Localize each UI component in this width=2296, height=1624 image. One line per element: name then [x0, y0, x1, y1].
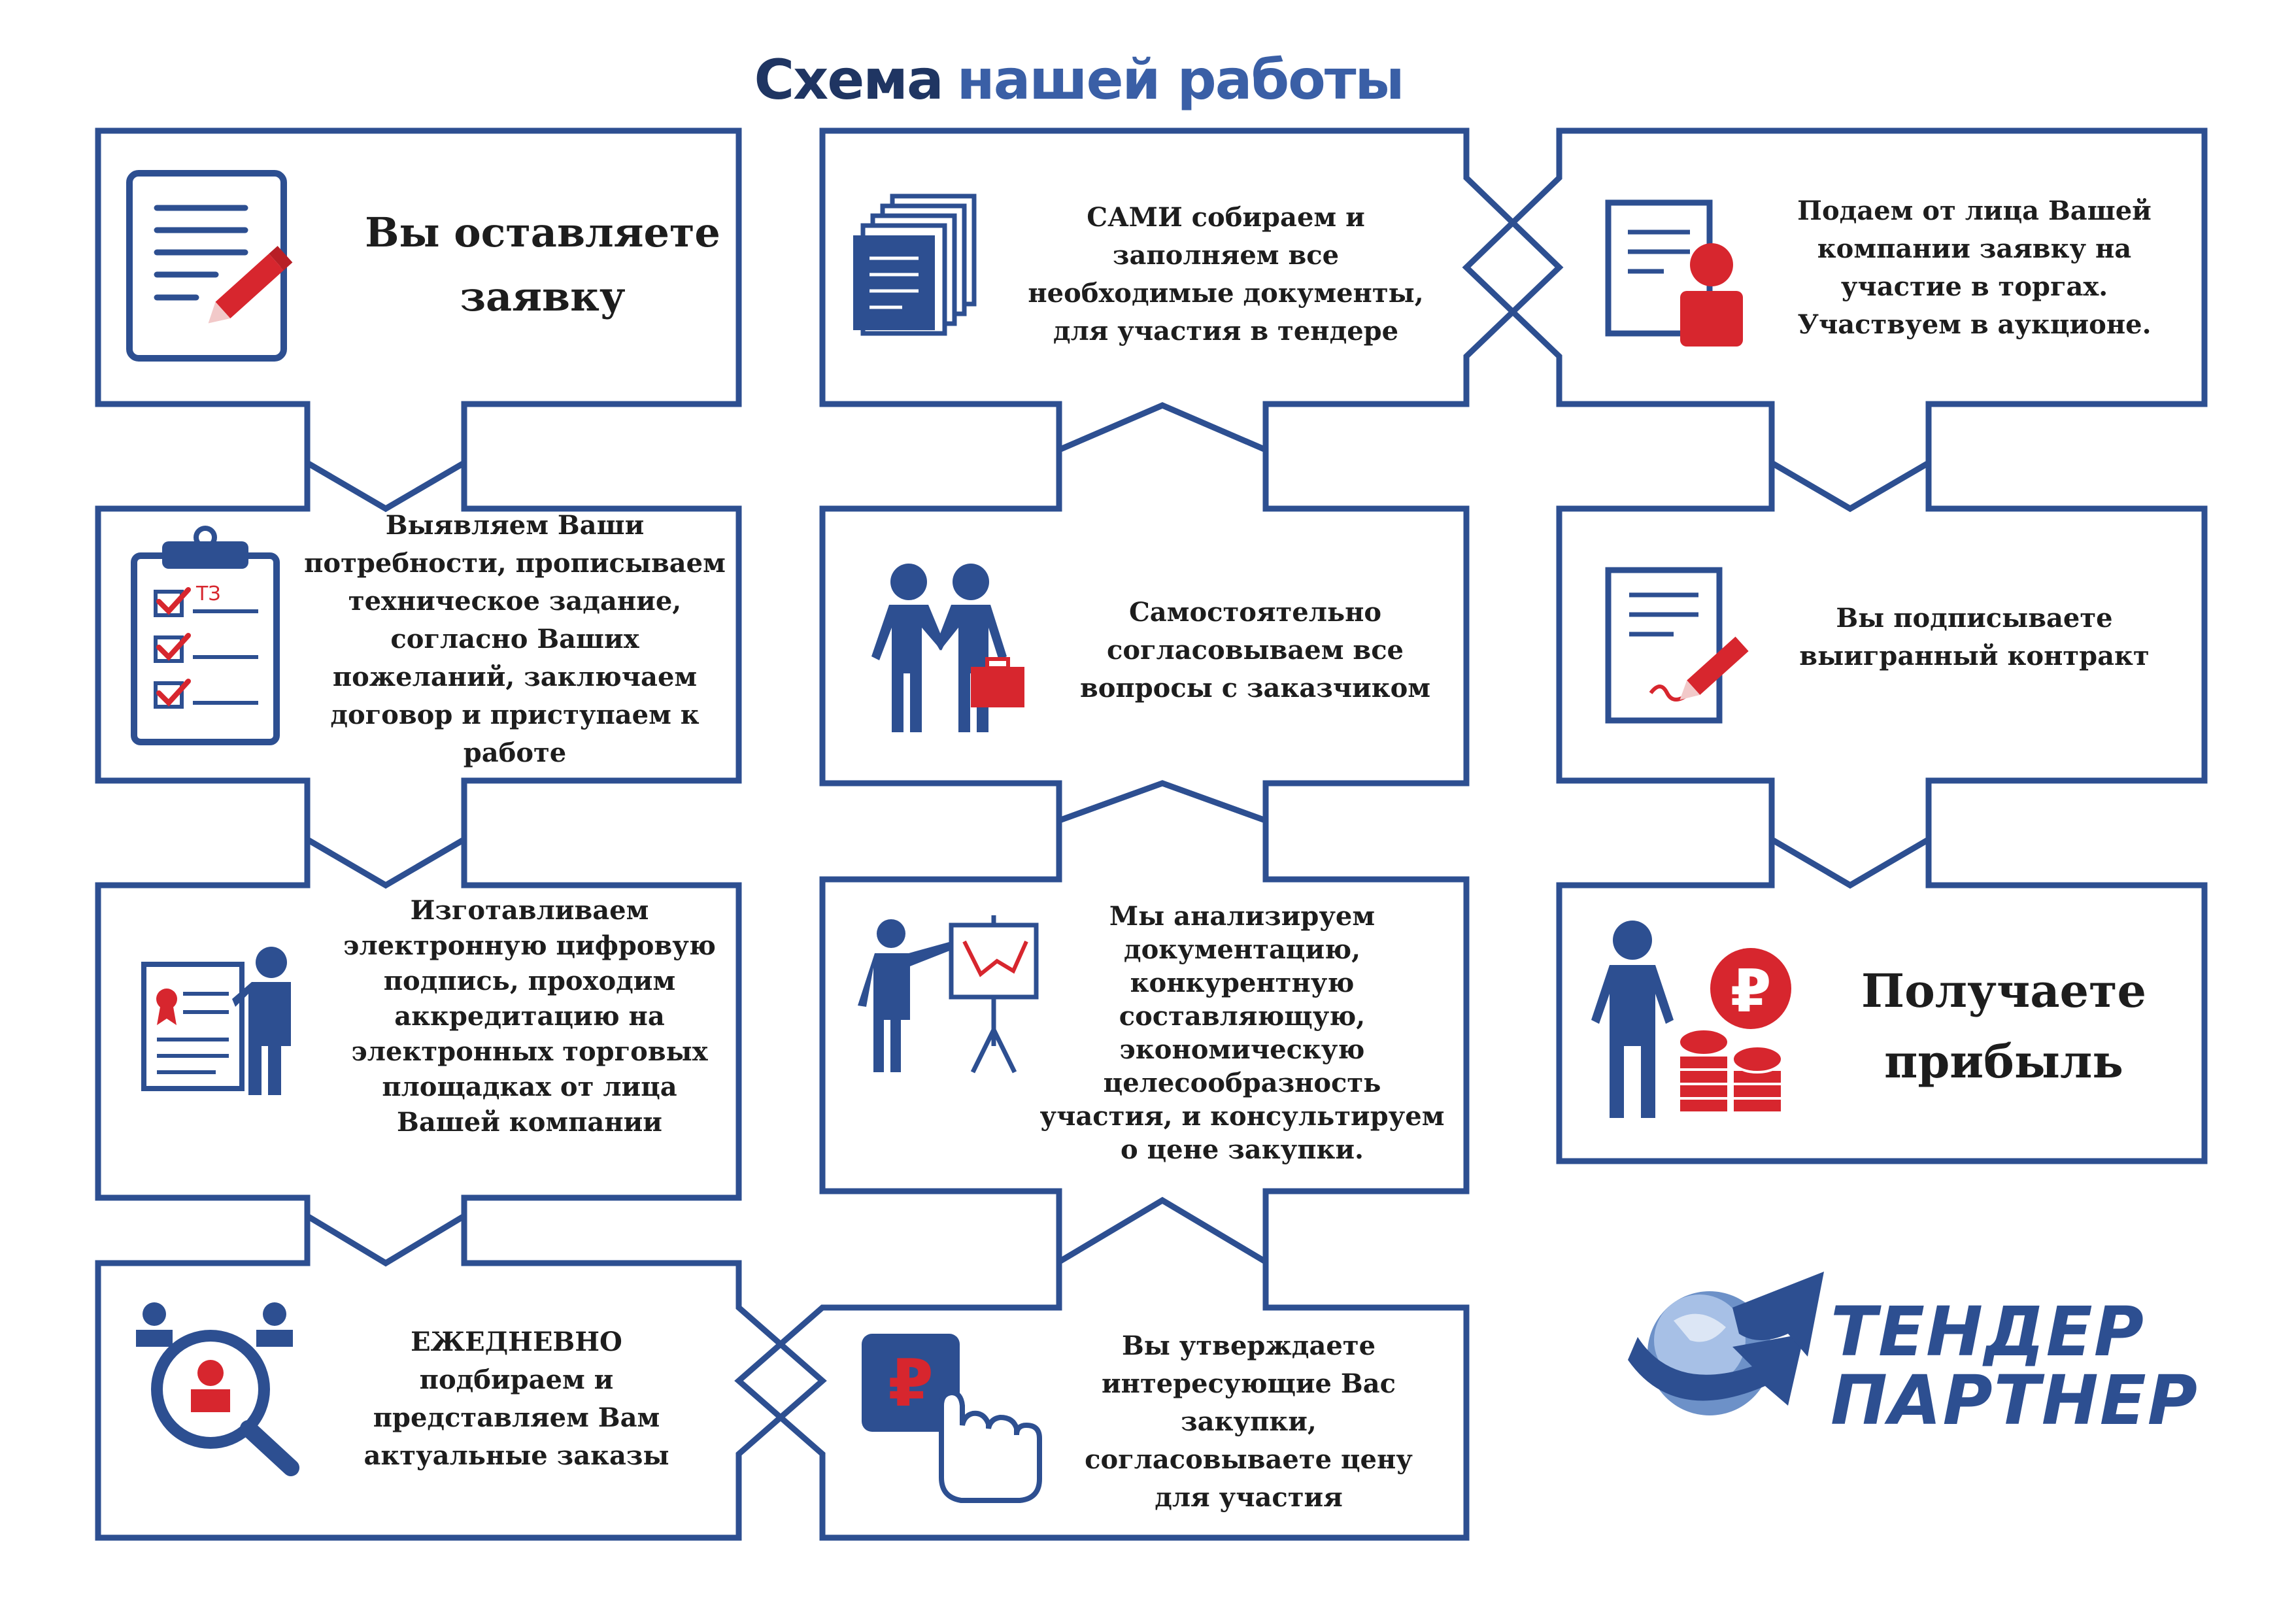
step-8-frame — [819, 127, 1564, 454]
document-stack-icon — [853, 194, 977, 336]
magnifier-people-icon — [136, 1302, 299, 1476]
presentation-chart-icon — [858, 915, 1039, 1074]
step-6-text: Мы анализируем документацию, конкурентну… — [1039, 901, 1445, 1165]
step-10-text: Вы подписываете выигранный контракт — [1799, 603, 2150, 671]
step-3-text: Изготавливаем электронную цифровую подпи… — [343, 894, 716, 1138]
svg-text:₽: ₽ — [888, 1345, 934, 1421]
title-part-1: Схема — [754, 48, 944, 112]
step-2-frame — [95, 458, 742, 889]
step-7-text: Самостоятельно согласовываем все вопросы… — [1079, 597, 1431, 703]
step-5-text: Вы утверждаете интересующие Вас закупки,… — [1085, 1330, 1413, 1513]
logo-line-2: ПАРТНЕР — [1831, 1361, 2199, 1440]
certificate-presenter-icon — [141, 947, 291, 1095]
logo-line-1: ТЕНДЕР — [1831, 1292, 2145, 1372]
handshake-briefcase-icon — [871, 564, 1024, 732]
step-11-frame — [1556, 834, 2208, 1164]
step-3-frame — [95, 834, 742, 1267]
step-4-text: ЕЖЕДНЕВНО подбираем и представляем Вам а… — [363, 1327, 669, 1471]
step-11-text: Получаете прибыль — [1861, 964, 2146, 1089]
step-4-frame — [95, 1211, 827, 1541]
title-part-2: нашей работы — [956, 48, 1405, 112]
document-pencil-icon — [126, 170, 293, 362]
step-2-text: Выявляем Ваши потребности, прописываем т… — [304, 509, 726, 768]
step-8-text: САМИ собираем и заполняем все необходимы… — [1028, 202, 1424, 347]
contract-signing-icon — [1605, 567, 1749, 724]
step-9-text: Подаем от лица Вашей компании заявку на … — [1797, 195, 2152, 340]
document-person-icon — [1605, 199, 1743, 347]
clipboard-checklist-icon: ТЗ — [131, 526, 280, 745]
ruble-click-icon: ₽ — [862, 1334, 1042, 1503]
step-1-text: Вы оставляете заявку — [365, 209, 720, 320]
profit-coins-icon: ₽ — [1591, 921, 1791, 1118]
step-5-frame — [734, 1196, 1470, 1541]
step-10-frame — [1556, 458, 2208, 889]
tender-partner-logo-globe — [1628, 1272, 1824, 1415]
page-title: Схема нашей работы — [752, 41, 1406, 119]
svg-text:ТЗ: ТЗ — [195, 583, 221, 605]
svg-text:₽: ₽ — [1730, 957, 1772, 1026]
